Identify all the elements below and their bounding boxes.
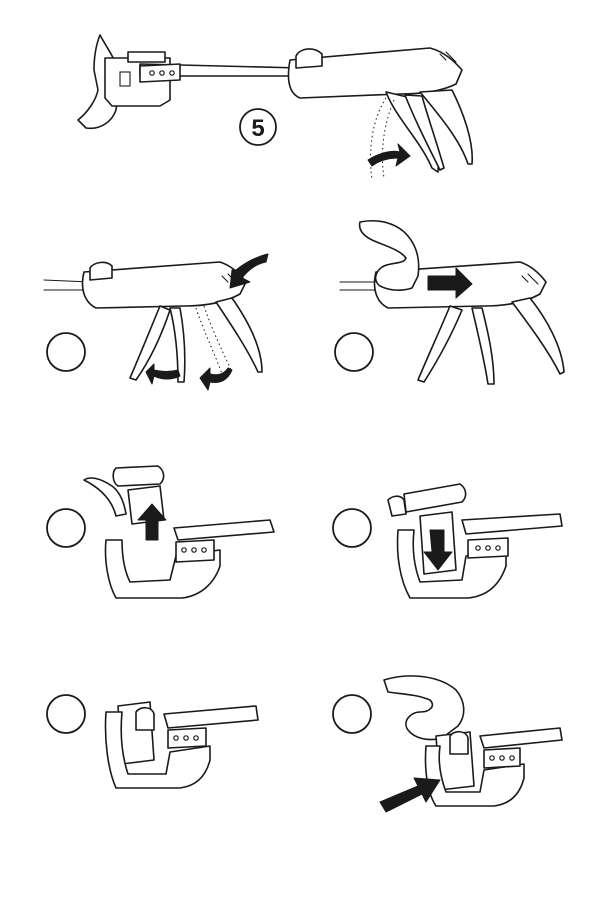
slider-knob [296,49,322,68]
panel-step-6a [44,254,268,390]
shaft [480,728,562,748]
rivet [170,71,174,75]
handle-front [418,306,462,382]
release-arrow [200,368,232,390]
rivet [476,546,480,550]
hand-right [360,221,419,290]
trigger-motion-path [196,308,222,374]
cartridge-clip [450,732,468,754]
step-circle-7a [47,509,85,547]
panel-step-6b [335,221,564,384]
trigger-motion-path [371,98,386,180]
release-arrow [146,364,180,384]
panel-step-8a [47,695,258,788]
rivet [184,736,188,740]
trigger-motion-path [382,100,394,178]
cartridge-top [128,52,165,62]
handle-grip [512,298,564,374]
rivet [174,736,178,740]
rivet [194,736,198,740]
panel-step-7a [47,466,274,598]
panel-step-8b [333,676,562,812]
step-circle-7b [333,509,371,547]
step-circle-8b [333,695,371,733]
cartridge-clip [136,708,154,730]
rivet [182,548,186,552]
panel-step-5: 5 [78,35,472,180]
panel-step-7b [333,484,562,598]
cartridge-clip [388,496,406,516]
rivet [486,546,490,550]
handle-grip [216,298,262,372]
hand-right [384,676,464,740]
shaft [174,520,274,540]
staple-cartridge [404,484,466,512]
press-arrow [230,254,268,288]
rivet [202,548,206,552]
rivet [490,756,494,760]
rivet [496,546,500,550]
step-circle-8a [47,695,85,733]
rivet [192,548,196,552]
step-circle-6b [335,333,373,371]
trigger [472,308,494,384]
slider-knob [90,262,112,280]
step-number-5: 5 [251,115,264,142]
shaft [164,706,258,728]
squeeze-arrow [368,144,410,166]
rivet [160,71,164,75]
rivet [500,756,504,760]
step-circle-6a [47,333,85,371]
shaft [462,514,562,534]
rivet [150,71,154,75]
rivet [510,756,514,760]
staple-cartridge [113,466,163,486]
insert-arrow [380,778,440,812]
